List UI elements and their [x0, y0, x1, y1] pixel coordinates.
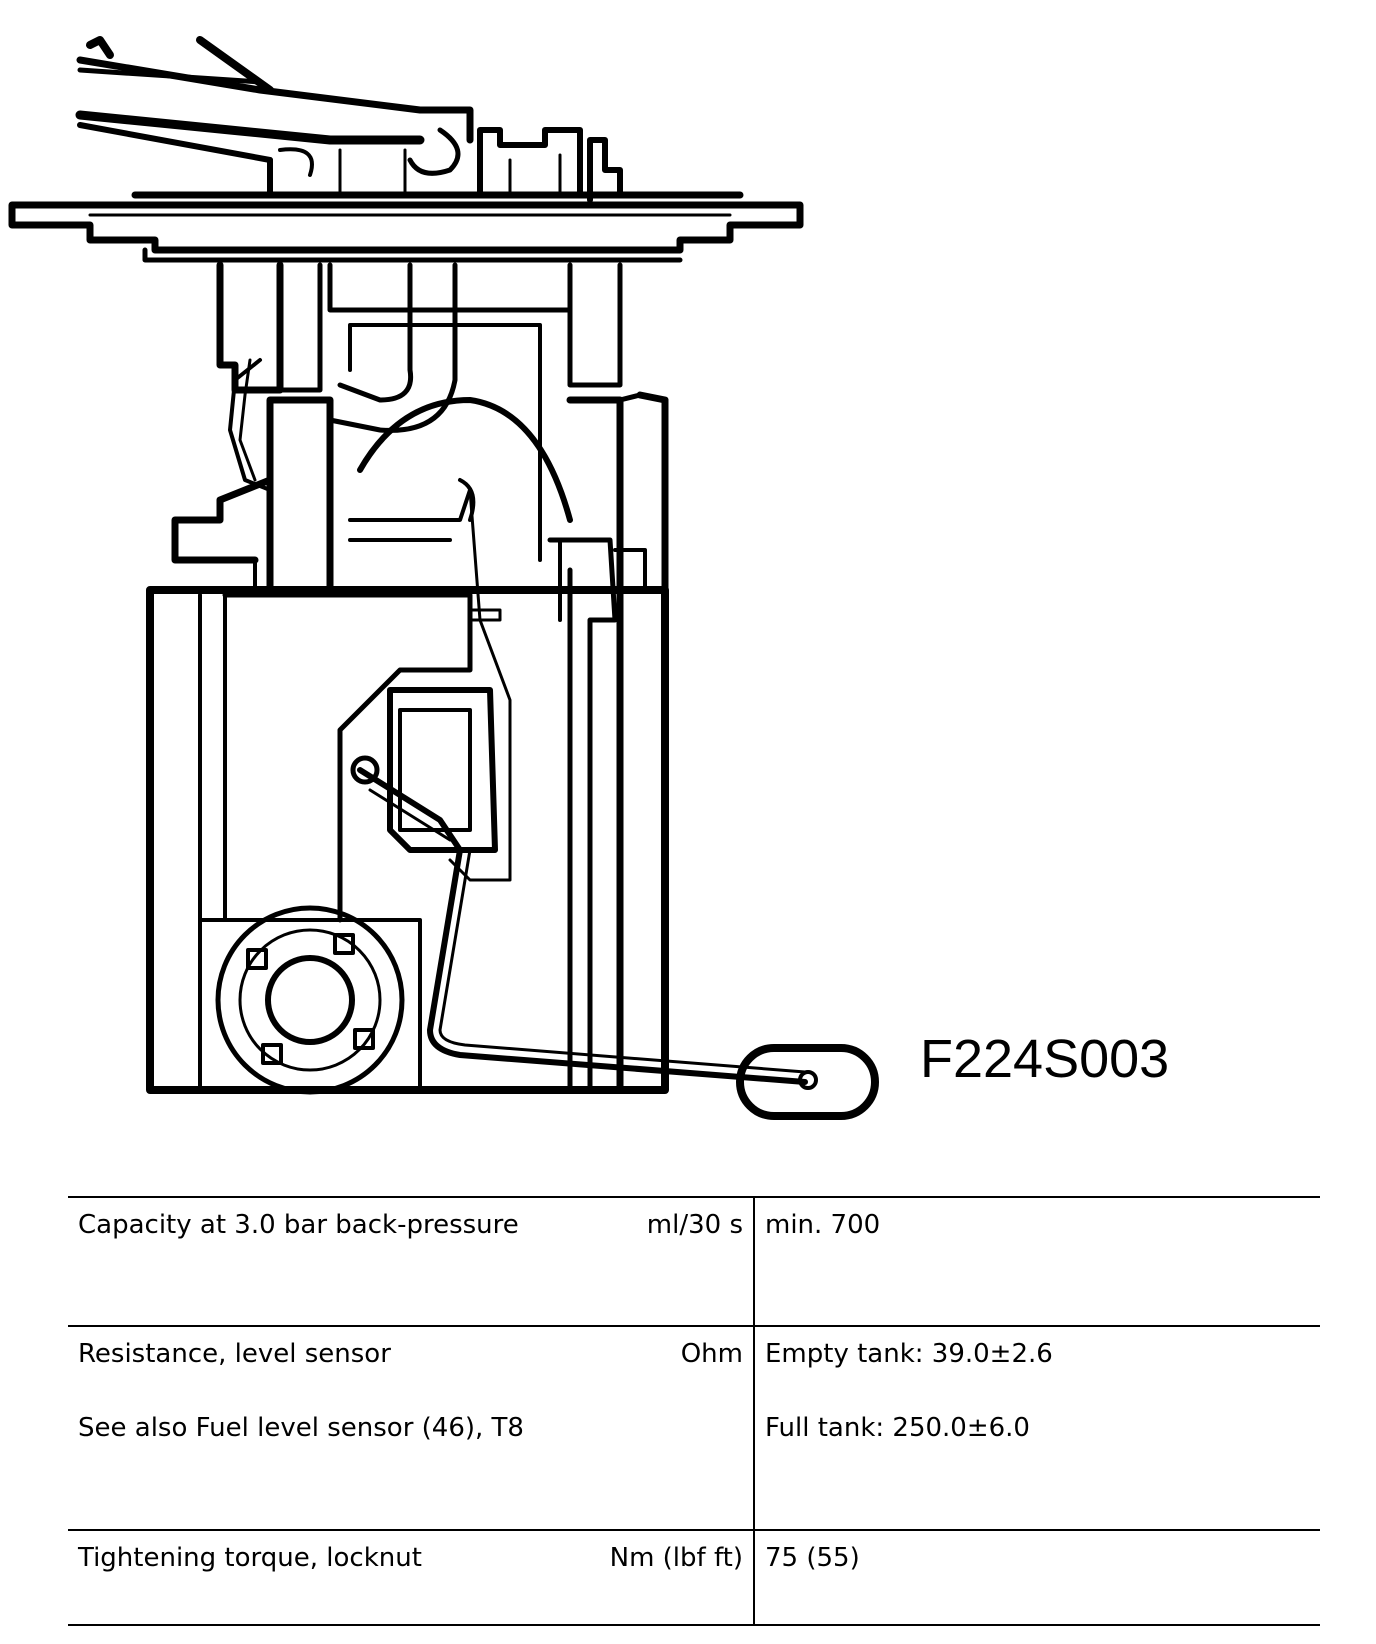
value-cell: Empty tank: 39.0±2.6 Full tank: 250.0±6.… [754, 1326, 1320, 1530]
figure-id-label: F224S003 [920, 1029, 1170, 1089]
table-row: Capacity at 3.0 bar back-pressure ml/30 … [68, 1197, 1320, 1326]
upper-body [216, 261, 623, 562]
reservoir-bucket [146, 586, 669, 1094]
value-full-tank: Full tank: 250.0±6.0 [765, 1413, 1030, 1443]
fuel-pump-assembly-illustration [8, 36, 879, 1120]
specification-table: Capacity at 3.0 bar back-pressure ml/30 … [68, 1196, 1320, 1626]
unit-cell: Nm (lbf ft) [598, 1530, 755, 1625]
parameter-label: Resistance, level sensor [78, 1339, 391, 1369]
mounting-flange [8, 191, 804, 263]
pump-inlet [215, 905, 405, 1095]
parameter-cell: Capacity at 3.0 bar back-pressure [78, 1210, 519, 1240]
right-housing [547, 391, 669, 1094]
top-connector [267, 127, 623, 203]
unit-cell: ml/30 s [598, 1197, 755, 1326]
left-housing [171, 358, 334, 594]
value-cell: 75 (55) [765, 1543, 860, 1573]
table-row: Tightening torque, locknut Nm (lbf ft) 7… [68, 1530, 1320, 1625]
parameter-note: See also Fuel level sensor (46), T8 [78, 1413, 524, 1443]
float-arm [427, 847, 879, 1120]
parameter-cell: Resistance, level sensor See also Fuel l… [68, 1326, 598, 1530]
level-sensor-mechanism [348, 478, 512, 882]
value-empty-tank: Empty tank: 39.0±2.6 [765, 1339, 1053, 1369]
unit-cell: Ohm [598, 1326, 755, 1530]
value-cell: min. 700 [765, 1210, 881, 1240]
top-wires [75, 36, 474, 163]
parameter-cell: Tightening torque, locknut [78, 1543, 422, 1573]
table-row: Resistance, level sensor See also Fuel l… [68, 1326, 1320, 1530]
